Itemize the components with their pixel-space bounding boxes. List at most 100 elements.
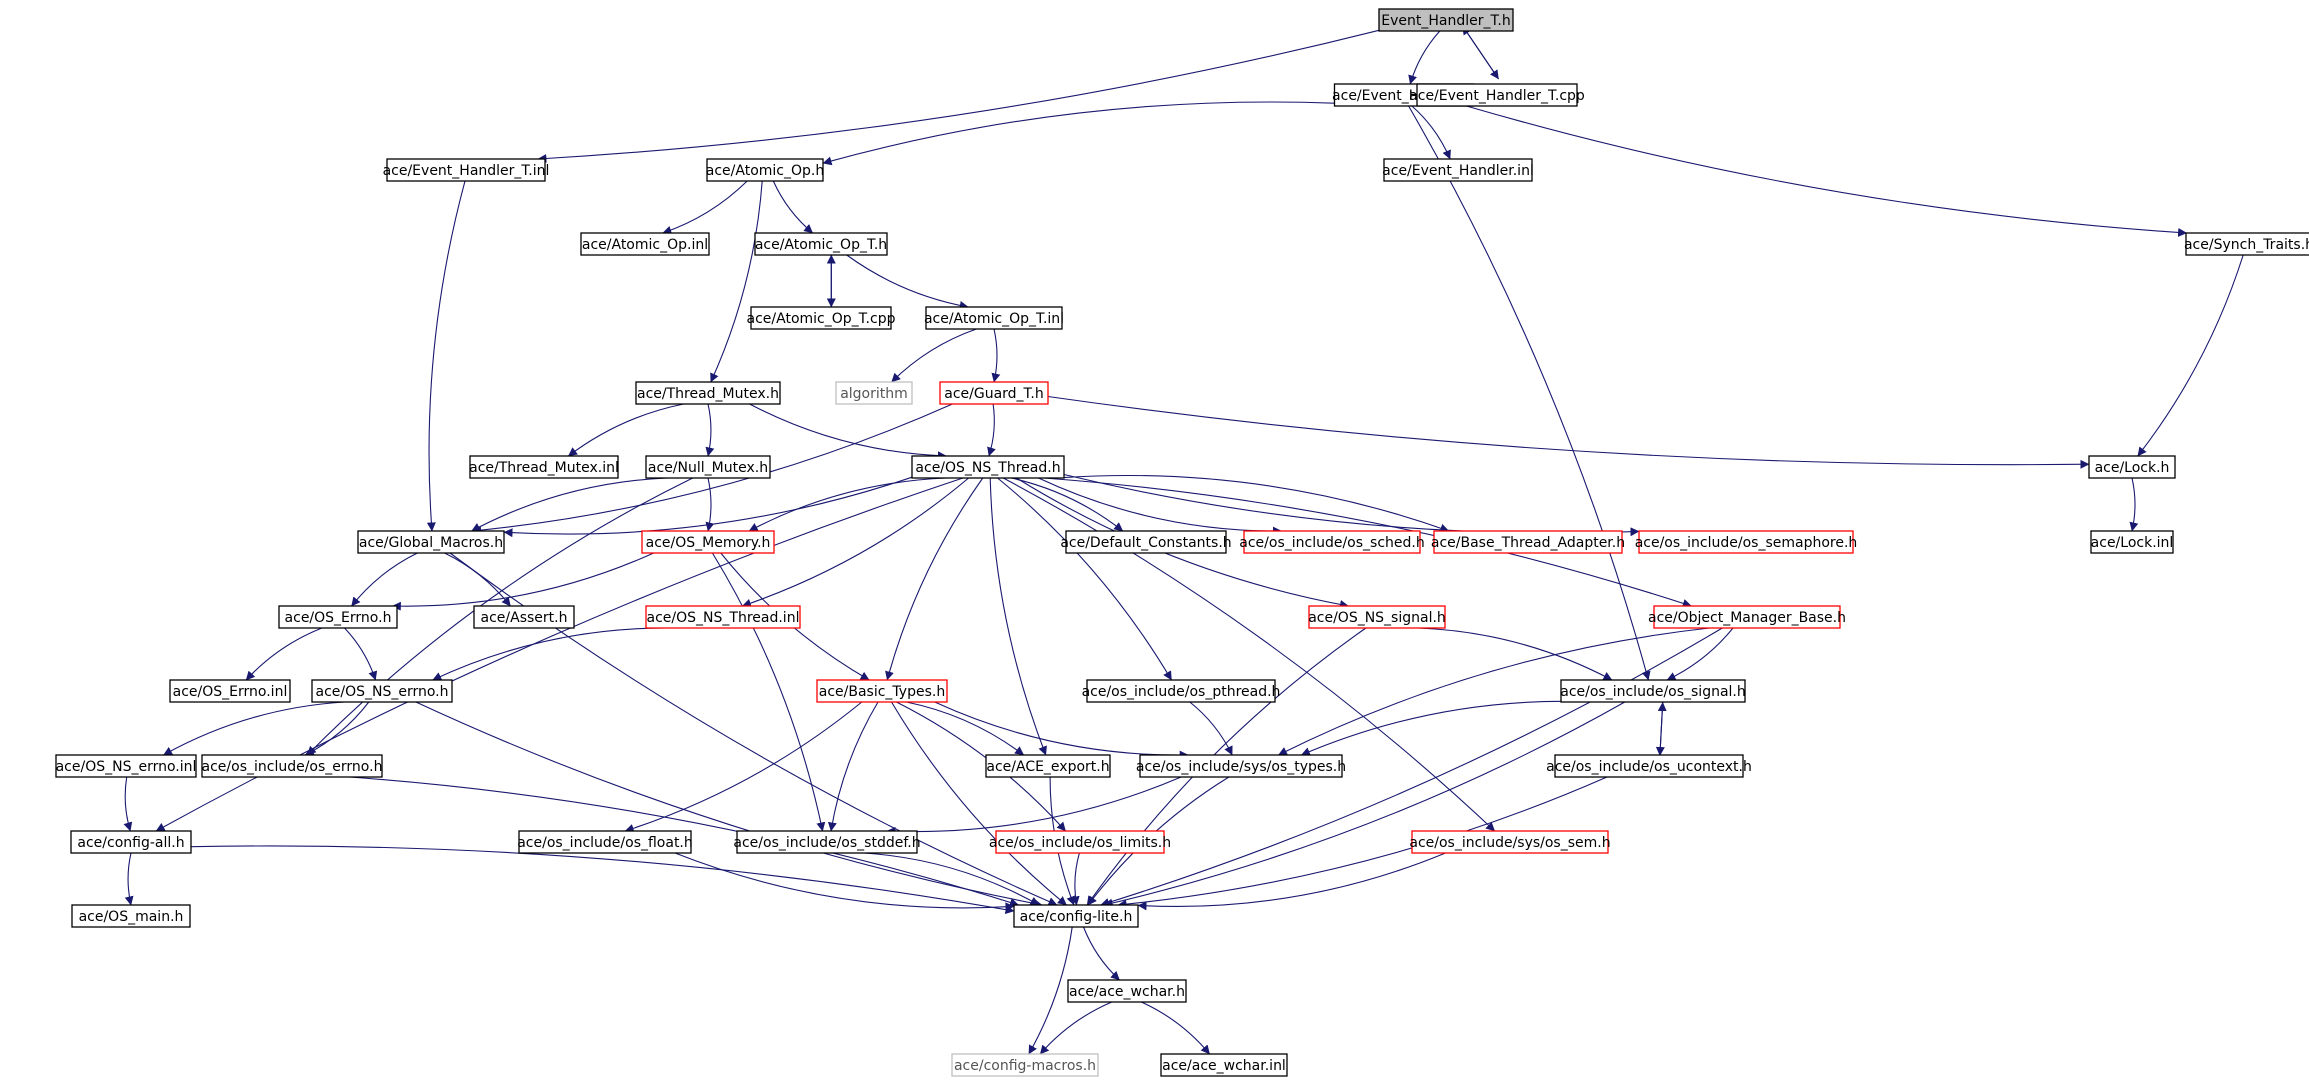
node-box [1653, 605, 1841, 629]
node-box [1560, 679, 1746, 703]
node-label: ace/os_include/os_stddef.h [733, 835, 920, 851]
node-config-macros[interactable]: ace/config-macros.h [951, 1053, 1099, 1077]
node-box [645, 455, 771, 479]
edge-os-ns-thread-to-default-constants [1011, 477, 1124, 532]
node-os-signal[interactable]: ace/os_include/os_signal.h [1560, 679, 1746, 703]
node-box [951, 1053, 1099, 1077]
node-os-limits[interactable]: ace/os_include/os_limits.h [989, 830, 1171, 854]
node-box [311, 679, 453, 703]
node-sys-sem[interactable]: ace/os_include/sys/os_sem.h [1409, 830, 1611, 854]
node-atomic-t-h[interactable]: ace/Atomic_Op_T.h [754, 232, 888, 256]
node-label: ace/config-lite.h [1020, 909, 1133, 925]
node-label: ace/Global_Macros.h [359, 535, 503, 551]
node-label: ace/Synch_Traits.h [2184, 237, 2309, 253]
node-assert-h[interactable]: ace/Assert.h [473, 605, 575, 629]
node-thread-mutex-h[interactable]: ace/Thread_Mutex.h [635, 381, 781, 405]
node-algorithm[interactable]: algorithm [835, 381, 913, 405]
node-label: ace/Atomic_Op.h [706, 163, 824, 179]
edge-os-signal-to-config-lite [1103, 701, 1626, 908]
edge-os-ns-signal-to-os-signal [1417, 627, 1613, 681]
node-box [1067, 979, 1187, 1003]
node-basic-types[interactable]: ace/Basic_Types.h [816, 679, 948, 703]
node-os-semaphore[interactable]: ace/os_include/os_semaphore.h [1635, 530, 1858, 554]
node-label: ace/os_include/sys/os_types.h [1136, 759, 1346, 775]
node-box [1308, 605, 1446, 629]
node-lock-inl[interactable]: ace/Lock.inl [2090, 530, 2174, 554]
node-label: ace/Atomic_Op_T.inl [924, 311, 1064, 327]
node-eh-inl[interactable]: ace/Event_Handler.inl [1382, 158, 1534, 182]
node-label: ace/Default_Constants.h [1060, 535, 1231, 551]
node-config-lite[interactable]: ace/config-lite.h [1013, 904, 1139, 928]
node-label: ace/os_include/sys/os_sem.h [1409, 835, 1610, 851]
node-atomic-inl[interactable]: ace/Atomic_Op.inl [580, 232, 710, 256]
edge-os-ns-thread-inl-to-os-ns-errno-h [432, 627, 673, 681]
node-label: ace/OS_Errno.inl [173, 684, 288, 700]
edge-basic-types-to-os-stddef [827, 701, 879, 832]
node-os-inc-errno[interactable]: ace/os_include/os_errno.h [201, 754, 383, 778]
node-os-ns-signal[interactable]: ace/OS_NS_signal.h [1308, 605, 1446, 629]
edge-os-ns-errno-h-to-config-lite [415, 701, 1043, 908]
node-os-memory[interactable]: ace/OS_Memory.h [641, 530, 775, 554]
node-label: ace/OS_NS_Thread.inl [647, 610, 800, 626]
node-os-ns-thread[interactable]: ace/OS_NS_Thread.h [911, 455, 1065, 479]
edge-global-macros-to-assert-h [444, 552, 511, 607]
node-box [911, 455, 1065, 479]
edge-null-mutex-to-os-memory [705, 477, 715, 532]
edge-os-ns-thread-to-os-sched [1038, 477, 1282, 536]
node-root[interactable]: Event_Handler_T.h [1378, 8, 1514, 32]
node-synch[interactable]: ace/Synch_Traits.h [2184, 232, 2309, 256]
edge-atomic-t-inl-to-guard-t [991, 328, 1001, 383]
edge-sys-sem-to-config-lite [1137, 852, 1446, 911]
edge-basic-types-to-ace-export [906, 701, 1025, 756]
node-eht-cpp[interactable]: ace/Event_Handler_T.cpp [1409, 83, 1585, 107]
node-ace-wchar-h[interactable]: ace/ace_wchar.h [1067, 979, 1187, 1003]
node-os-errno-h[interactable]: ace/OS_Errno.h [278, 605, 398, 629]
node-label: ace/Guard_T.h [944, 386, 1044, 402]
node-box [1086, 679, 1276, 703]
edge-ace-wchar-h-to-config-macros [1039, 1001, 1113, 1055]
node-label: ace/OS_NS_signal.h [1308, 610, 1446, 626]
node-ace-wchar-inl[interactable]: ace/ace_wchar.inl [1160, 1053, 1288, 1077]
node-atomic-h[interactable]: ace/Atomic_Op.h [706, 158, 824, 182]
node-box [1638, 530, 1854, 554]
node-null-mutex[interactable]: ace/Null_Mutex.h [645, 455, 771, 479]
edge-os-ns-thread-to-basic-types [885, 477, 984, 681]
node-box [386, 158, 546, 182]
node-os-main[interactable]: ace/OS_main.h [71, 904, 191, 928]
node-thread-mutex-inl[interactable]: ace/Thread_Mutex.inl [469, 455, 619, 479]
node-os-pthread[interactable]: ace/os_include/os_pthread.h [1082, 679, 1281, 703]
node-label: ace/OS_main.h [79, 909, 184, 925]
node-os-ns-thread-inl[interactable]: ace/OS_NS_Thread.inl [645, 605, 801, 629]
node-eht-inl[interactable]: ace/Event_Handler_T.inl [383, 158, 550, 182]
node-box [736, 830, 918, 854]
node-box [750, 306, 892, 330]
node-os-float[interactable]: ace/os_include/os_float.h [517, 830, 693, 854]
edge-os-ns-thread-to-os-semaphore [1063, 473, 1640, 537]
node-atomic-t-cpp[interactable]: ace/Atomic_Op_T.cpp [747, 306, 896, 330]
node-box [641, 530, 775, 554]
node-os-sched[interactable]: ace/os_include/os_sched.h [1239, 530, 1425, 554]
node-ace-export[interactable]: ace/ACE_export.h [985, 754, 1111, 778]
node-sys-types[interactable]: ace/os_include/sys/os_types.h [1136, 754, 1346, 778]
edge-os-memory-to-os-stddef [711, 552, 826, 832]
node-global-macros[interactable]: ace/Global_Macros.h [357, 530, 505, 554]
node-lock-h[interactable]: ace/Lock.h [2088, 455, 2176, 479]
node-label: ace/Event_Handler_T.cpp [1409, 88, 1585, 104]
node-guard-t[interactable]: ace/Guard_T.h [939, 381, 1049, 405]
node-os-stddef[interactable]: ace/os_include/os_stddef.h [733, 830, 921, 854]
node-base-thread[interactable]: ace/Base_Thread_Adapter.h [1431, 530, 1625, 554]
node-default-constants[interactable]: ace/Default_Constants.h [1060, 530, 1232, 554]
edge-os-pthread-to-sys-types [1189, 701, 1233, 756]
node-atomic-t-inl[interactable]: ace/Atomic_Op_T.inl [924, 306, 1064, 330]
node-os-ucontext[interactable]: ace/os_include/os_ucontext.h [1546, 754, 1752, 778]
node-label: ace/os_include/os_limits.h [989, 835, 1171, 851]
node-os-ns-errno-h[interactable]: ace/OS_NS_errno.h [311, 679, 453, 703]
edge-os-ns-thread-to-os-ns-thread-inl [741, 477, 969, 608]
node-obj-mgr[interactable]: ace/Object_Manager_Base.h [1648, 605, 1846, 629]
node-os-ns-errno-inl[interactable]: ace/OS_NS_errno.inl [55, 754, 197, 778]
edge-sys-types-to-os-stddef [886, 776, 1182, 836]
node-box [278, 605, 398, 629]
node-config-all[interactable]: ace/config-all.h [70, 830, 192, 854]
edge-basic-types-to-config-lite [891, 701, 1067, 906]
node-os-errno-inl[interactable]: ace/OS_Errno.inl [169, 679, 291, 703]
